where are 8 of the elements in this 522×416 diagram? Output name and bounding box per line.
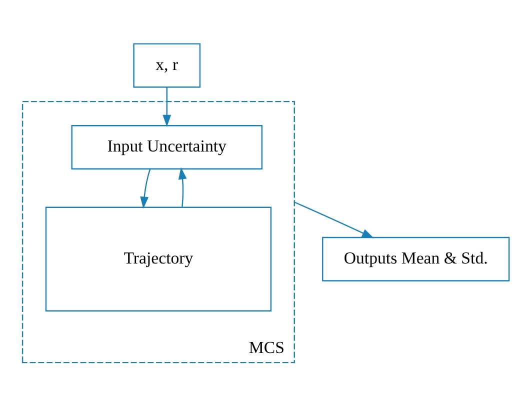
arrow [140,168,151,209]
arrow [162,88,172,127]
node-box: x, r [133,43,201,88]
node-box: Input Uncertainty [71,125,262,170]
arrow [178,167,187,208]
node-box: Trajectory [45,206,272,312]
node-box: Outputs Mean & Std. [322,236,510,282]
arrow [294,202,374,238]
